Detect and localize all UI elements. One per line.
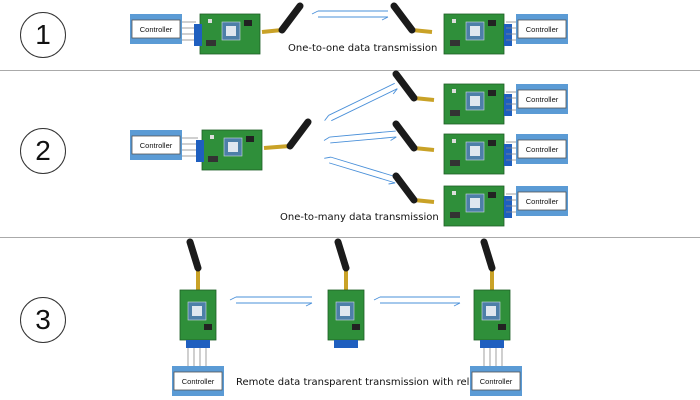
radio-board-2-left	[196, 129, 263, 171]
controller-1-right: Controller	[516, 14, 568, 44]
antenna-2-mid	[392, 120, 435, 152]
section-divider-1	[0, 70, 700, 71]
radio-board-2-bottom	[443, 185, 512, 227]
controller-2-bottom: Controller	[516, 186, 568, 216]
controller-label: Controller	[182, 377, 215, 386]
wires-2-top	[506, 91, 516, 111]
section-3-number: 3	[20, 297, 66, 343]
controller-3-left: Controller	[172, 366, 224, 396]
wires-1-right	[506, 21, 516, 41]
controller-label: Controller	[526, 95, 559, 104]
radio-board-1-left	[194, 13, 261, 55]
wires-2-mid	[506, 141, 516, 161]
arrows-1	[311, 10, 389, 21]
controller-3-right: Controller	[470, 366, 522, 396]
antenna-2-left	[263, 118, 312, 150]
controller-2-left: Controller	[130, 130, 182, 160]
arrows-2-bottom	[324, 156, 398, 185]
section-1-number: 1	[20, 12, 66, 58]
antenna-2-top	[392, 70, 435, 102]
antenna-2-bottom	[392, 172, 435, 204]
wires-1-left	[182, 21, 196, 41]
radio-board-2-top	[443, 83, 512, 125]
section-2-caption: One-to-many data transmission	[280, 212, 439, 223]
controller-label: Controller	[140, 25, 173, 34]
section-2-number: 2	[20, 128, 66, 174]
arrows-2-top	[324, 82, 398, 122]
radio-board-3-left	[179, 289, 217, 348]
antenna-1-right	[390, 2, 433, 34]
controller-label: Controller	[140, 141, 173, 150]
antenna-1-left	[261, 2, 304, 34]
controller-1-left: Controller	[130, 14, 182, 44]
wires-2-left	[182, 137, 198, 157]
controller-label: Controller	[526, 145, 559, 154]
section-divider-2	[0, 237, 700, 238]
controller-label: Controller	[480, 377, 513, 386]
radio-board-3-right	[473, 289, 511, 348]
controller-2-top: Controller	[516, 84, 568, 114]
controller-label: Controller	[526, 197, 559, 206]
radio-board-3-relay	[327, 289, 365, 348]
arrows-3-left	[229, 296, 313, 307]
controller-2-mid: Controller	[516, 134, 568, 164]
arrows-2-mid	[323, 130, 397, 144]
antenna-3-right	[480, 238, 496, 290]
section-3-caption: Remote data transparent transmission wit…	[236, 377, 482, 388]
radio-board-1-right	[443, 13, 512, 55]
antenna-3-relay	[334, 238, 350, 290]
antenna-3-left	[186, 238, 202, 290]
radio-board-2-mid	[443, 133, 512, 175]
wires-2-bottom	[506, 193, 516, 213]
controller-label: Controller	[526, 25, 559, 34]
section-1-caption: One-to-one data transmission	[288, 43, 438, 54]
arrows-3-right	[373, 296, 461, 307]
